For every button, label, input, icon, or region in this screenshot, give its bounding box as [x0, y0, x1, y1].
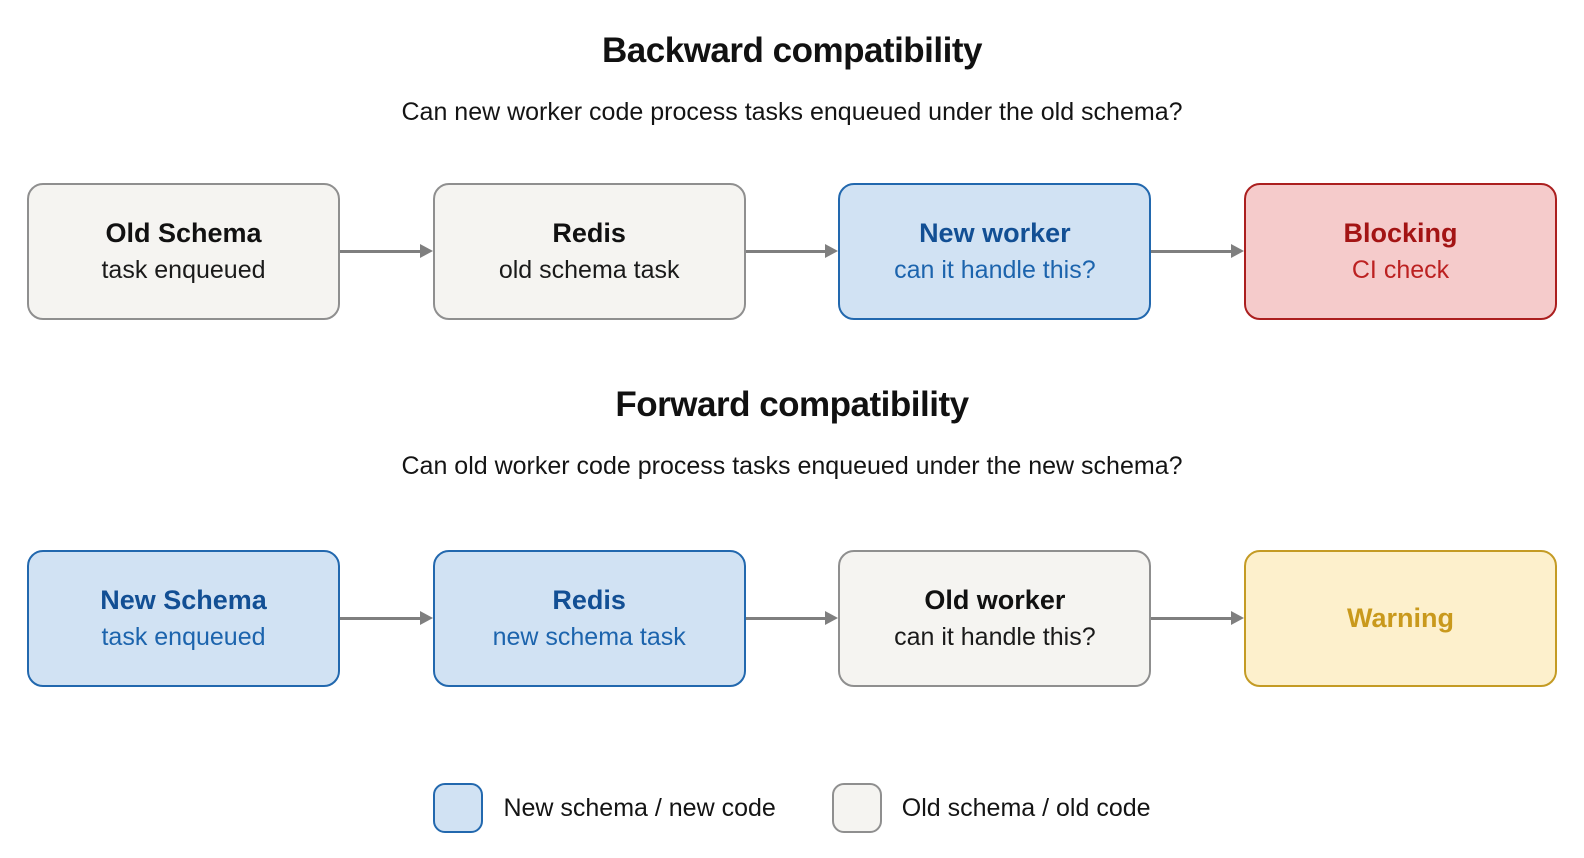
section-title-backward: Backward compatibility: [602, 31, 982, 70]
arrow-right-icon: [1151, 244, 1244, 258]
legend-label-old: Old schema / old code: [901, 793, 1151, 822]
diagram-root: Backward compatibility Can new worker co…: [0, 28, 1584, 833]
flow-row-backward: Old Schema task enqueued Redis old schem…: [27, 183, 1558, 320]
box-warning: Warning: [1244, 550, 1558, 687]
legend-swatch-new: [433, 783, 484, 833]
box-subtitle: task enqueued: [101, 623, 266, 652]
box-title: New worker: [919, 218, 1071, 249]
box-blocking: Blocking CI check: [1244, 183, 1558, 320]
box-subtitle: can it handle this?: [894, 623, 1096, 652]
box-subtitle: new schema task: [492, 623, 686, 652]
box-subtitle: can it handle this?: [894, 256, 1096, 285]
box-old-worker: Old worker can it handle this?: [838, 550, 1152, 687]
section-title-forward: Forward compatibility: [615, 385, 969, 424]
arrow-right-icon: [340, 244, 433, 258]
section-subtitle-backward: Can new worker code process tasks enqueu…: [401, 97, 1183, 126]
box-subtitle: CI check: [1351, 256, 1450, 285]
legend: New schema / new code Old schema / old c…: [0, 783, 1584, 833]
legend-swatch-old: [831, 783, 882, 833]
box-subtitle: old schema task: [498, 256, 680, 285]
arrow-right-icon: [745, 611, 838, 625]
legend-item-old: Old schema / old code: [831, 783, 1151, 833]
box-new-schema: New Schema task enqueued: [27, 550, 340, 687]
flow-row-forward: New Schema task enqueued Redis new schem…: [27, 550, 1558, 687]
box-title: Blocking: [1343, 218, 1458, 249]
box-subtitle: task enqueued: [101, 256, 266, 285]
box-new-worker: New worker can it handle this?: [838, 183, 1152, 320]
arrow-right-icon: [745, 244, 838, 258]
legend-item-new: New schema / new code: [433, 783, 776, 833]
arrow-right-icon: [1151, 611, 1244, 625]
box-old-schema: Old Schema task enqueued: [27, 183, 340, 320]
arrow-right-icon: [340, 611, 433, 625]
box-title: Redis: [552, 585, 626, 616]
box-redis-new: Redis new schema task: [432, 550, 746, 687]
box-title: Old worker: [924, 585, 1066, 616]
box-title: New Schema: [100, 585, 267, 616]
box-redis-old: Redis old schema task: [432, 183, 746, 320]
box-title: Warning: [1347, 602, 1455, 633]
box-title: Redis: [552, 218, 626, 249]
legend-label-new: New schema / new code: [503, 793, 776, 822]
box-title: Old Schema: [105, 218, 262, 249]
section-subtitle-forward: Can old worker code process tasks enqueu…: [401, 451, 1183, 480]
